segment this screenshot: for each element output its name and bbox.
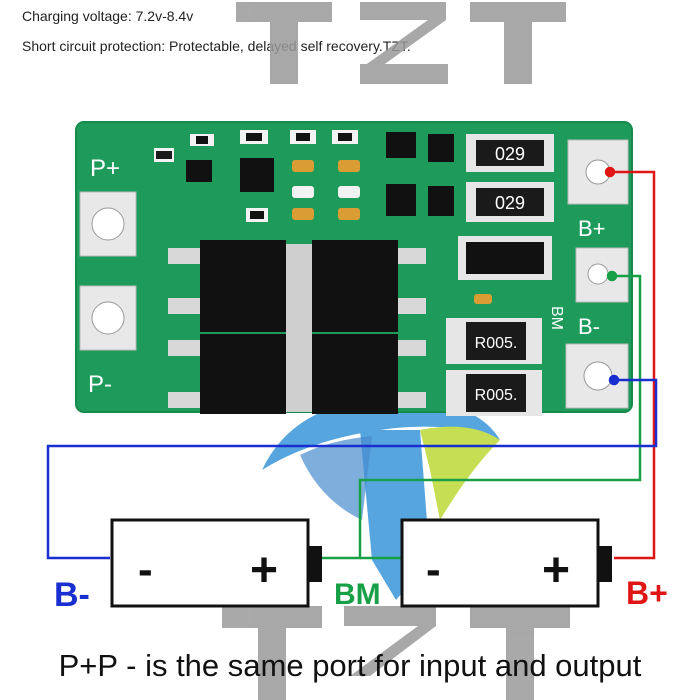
mosfet-array xyxy=(168,240,426,414)
resistor-r005-top xyxy=(446,318,542,364)
wire-b-minus xyxy=(46,374,658,560)
battery-cell-1 xyxy=(110,518,322,608)
watermark-top xyxy=(236,2,566,84)
wire-bm xyxy=(320,270,642,560)
label-bm-board: BM xyxy=(548,306,565,330)
resistor-029-top-label: 029 xyxy=(495,144,525,164)
footer-caption: P+P - is the same port for input and out… xyxy=(58,648,642,683)
pad-b-minus xyxy=(565,343,629,409)
charging-voltage-text: Charging voltage: 7.2v-8.4v xyxy=(22,8,194,24)
wire-b-plus xyxy=(604,166,656,560)
pad-p-plus xyxy=(79,191,137,257)
cell2-plus-sign: + xyxy=(542,544,570,597)
label-b-plus: B+ xyxy=(578,216,606,241)
pad-p-minus xyxy=(79,285,137,351)
label-b-minus-wire: B- xyxy=(54,576,90,614)
label-b-plus-wire: B+ xyxy=(626,575,668,611)
resistor-r005-bottom xyxy=(446,370,542,416)
smd-components xyxy=(154,130,552,304)
resistor-029-bottom xyxy=(466,182,554,222)
label-b-minus: B- xyxy=(578,314,600,339)
label-p-plus: P+ xyxy=(90,155,120,182)
cell1-plus-sign: + xyxy=(250,544,278,597)
short-circuit-text: Short circuit protection: Protectable, d… xyxy=(22,38,411,54)
resistor-r005-bottom-label: R005. xyxy=(475,387,518,404)
cell2-minus-sign: - xyxy=(426,545,441,594)
battery-cell-2 xyxy=(400,518,612,608)
resistor-029-top xyxy=(466,134,554,172)
label-p-minus: P- xyxy=(88,371,112,398)
watermark-bottom xyxy=(222,606,570,700)
resistor-r005-top-label: R005. xyxy=(475,335,518,352)
cell1-minus-sign: - xyxy=(138,545,153,594)
label-bm-wire: BM xyxy=(334,578,381,611)
resistor-029-bottom-label: 029 xyxy=(495,193,525,213)
